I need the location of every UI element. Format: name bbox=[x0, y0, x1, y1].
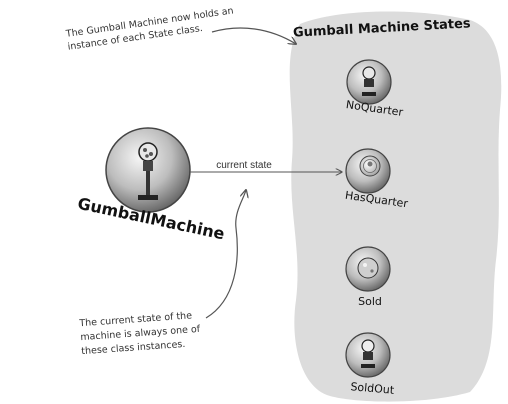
state-sold-out: SoldOut bbox=[345, 332, 395, 397]
bottom-annotation: The current state of the machine is alwa… bbox=[78, 310, 201, 357]
gumball-machine-node bbox=[105, 127, 191, 213]
empty-gumball-machine-icon bbox=[361, 339, 375, 368]
bottom-annotation-arrow bbox=[205, 190, 246, 319]
states-region bbox=[289, 11, 502, 402]
state-sold-out-label: SoldOut bbox=[350, 380, 395, 397]
gumball-icon bbox=[357, 257, 379, 279]
state-sold-label: Sold bbox=[358, 295, 382, 308]
state-has-quarter: HasQuarter bbox=[344, 148, 409, 210]
gumball-machine-icon bbox=[362, 66, 376, 96]
current-state-label: current state bbox=[216, 160, 272, 171]
top-annotation-arrow bbox=[211, 27, 296, 44]
quarter-coin-icon bbox=[359, 155, 381, 177]
state-sold: Sold bbox=[345, 246, 391, 308]
gumball-machine-icon bbox=[138, 142, 158, 200]
top-annotation: The Gumball Machine now holds an instanc… bbox=[64, 5, 234, 52]
